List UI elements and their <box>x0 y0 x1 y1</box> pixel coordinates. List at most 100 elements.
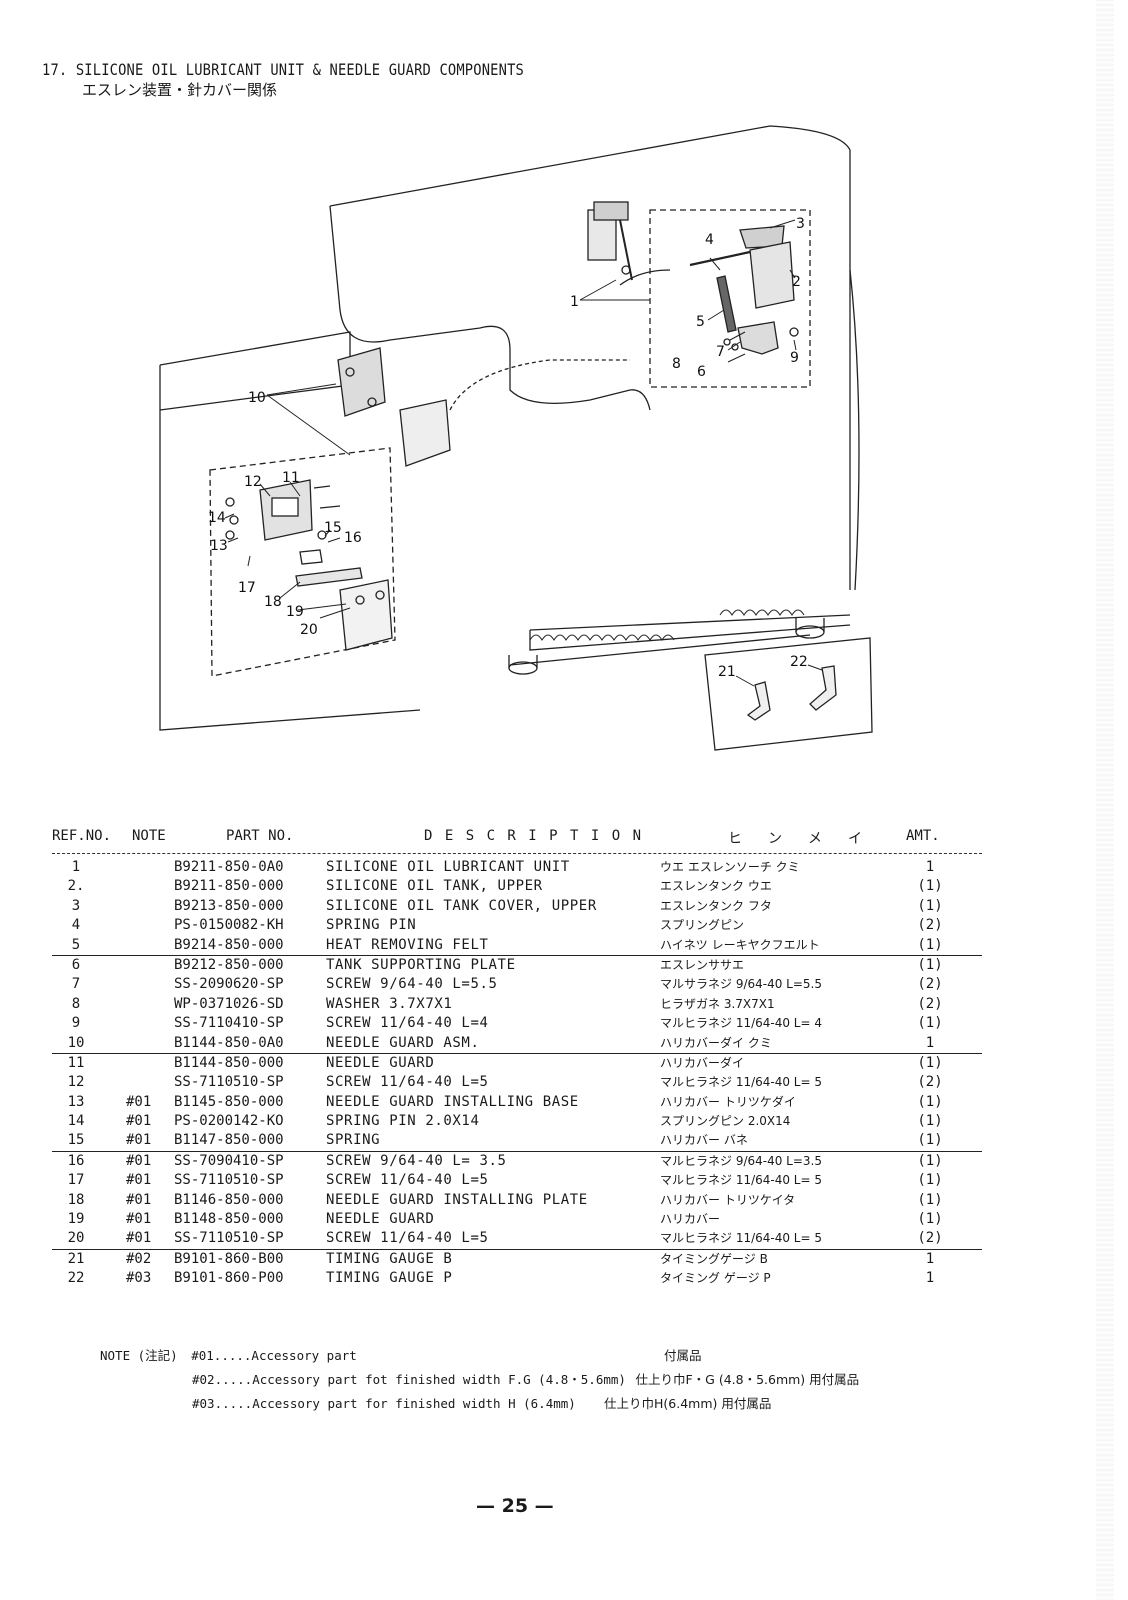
row-amount: (1) <box>917 956 943 973</box>
row-note: #01 <box>126 1132 152 1149</box>
row-amount: (2) <box>917 995 943 1012</box>
row-description: SILICONE OIL TANK, UPPER <box>326 878 543 895</box>
row-amount: (1) <box>917 1093 943 1110</box>
row-kana: スプリングピン 2.0X14 <box>660 1114 791 1129</box>
row-kana: ハリカバーダイ クミ <box>660 1035 772 1050</box>
row-ref: 1 <box>71 859 81 875</box>
page-number: — 25 — <box>476 1495 554 1517</box>
row-part-no: PS-0200142-KO <box>174 1113 284 1130</box>
notes-section: NOTE (注記) #01.....Accessory part 付属品 #02… <box>100 1344 859 1416</box>
row-amount: (1) <box>917 1054 943 1071</box>
row-kana: マルヒラネジ 11/64-40 L= 5 <box>660 1231 823 1246</box>
row-amount: 1 <box>925 1250 935 1267</box>
row-ref: 4 <box>71 917 81 934</box>
row-kana: マルヒラネジ 9/64-40 L=3.5 <box>660 1153 823 1168</box>
row-description: NEEDLE GUARD <box>326 1054 435 1071</box>
row-kana: ハリカバー バネ <box>660 1133 748 1148</box>
callout-18: 18 <box>264 594 282 610</box>
scan-edge-noise <box>1096 0 1114 1600</box>
row-kana: エスレンササエ <box>660 957 745 972</box>
callout-15: 15 <box>324 520 342 536</box>
row-note: #01 <box>126 1093 152 1110</box>
row-amount: (1) <box>917 1172 943 1189</box>
row-description: WASHER 3.7X7X1 <box>326 995 453 1012</box>
row-note: #03 <box>126 1270 152 1287</box>
row-ref: 15 <box>67 1132 85 1149</box>
row-kana: タイミングゲージ B <box>660 1251 768 1266</box>
row-description: NEEDLE GUARD INSTALLING PLATE <box>326 1191 588 1208</box>
row-ref: 5 <box>71 936 81 953</box>
row-note: #01 <box>126 1211 152 1228</box>
row-part-no: B9211-850-0A0 <box>174 859 284 875</box>
row-ref: 6 <box>71 956 81 973</box>
row-amount: 1 <box>925 1034 935 1051</box>
header-part: PART NO. <box>226 828 294 844</box>
title-japanese: エスレン装置・針カバー関係 <box>82 81 278 99</box>
row-amount: (1) <box>917 897 943 914</box>
row-description: TIMING GAUGE B <box>326 1250 453 1267</box>
row-part-no: B1146-850-000 <box>174 1191 284 1208</box>
row-part-no: PS-0150082-KH <box>174 917 284 934</box>
note-02: #02.....Accessory part fot finished widt… <box>192 1372 626 1387</box>
row-description: NEEDLE GUARD <box>326 1211 435 1228</box>
row-description: SCREW 9/64-40 L= 3.5 <box>326 1152 507 1169</box>
row-ref: 14 <box>67 1113 85 1130</box>
row-amount: 1 <box>925 1270 935 1287</box>
silicone-unit-assembly <box>587 201 633 281</box>
row-part-no: B9101-860-P00 <box>174 1270 284 1287</box>
row-ref: 9 <box>71 1015 81 1032</box>
row-part-no: SS-7110510-SP <box>174 1074 284 1091</box>
row-note: #01 <box>126 1191 152 1208</box>
row-amount: (2) <box>917 1074 943 1091</box>
callout-17: 17 <box>238 580 256 596</box>
header-kana: ヒ ン メ イ <box>728 831 868 847</box>
header-note: NOTE <box>132 828 166 844</box>
row-ref: 18 <box>67 1191 85 1208</box>
row-note: #01 <box>126 1230 152 1247</box>
row-part-no: B9214-850-000 <box>174 936 284 953</box>
row-part-no: B1145-850-000 <box>174 1093 284 1110</box>
row-description: NEEDLE GUARD INSTALLING BASE <box>326 1093 579 1110</box>
row-amount: (1) <box>917 1211 943 1228</box>
header-description: D E S C R I P T I O N <box>424 828 644 844</box>
row-amount: (1) <box>917 1132 943 1149</box>
note-02-jp: 仕上り巾F・G (4.8・5.6mm) 用付属品 <box>635 1372 860 1387</box>
callout-16: 16 <box>344 530 362 546</box>
page-title: 17. SILICONE OIL LUBRICANT UNIT & NEEDLE… <box>42 60 602 100</box>
row-amount: (2) <box>917 976 943 993</box>
row-description: SPRING PIN 2.0X14 <box>326 1113 480 1130</box>
row-part-no: B9211-850-000 <box>174 878 284 895</box>
lubricant-parts <box>689 225 799 355</box>
row-kana: エスレンタンク フタ <box>660 898 772 913</box>
row-ref: 19 <box>67 1211 85 1228</box>
row-note: #01 <box>126 1172 152 1189</box>
row-ref: 2. <box>67 878 85 895</box>
row-part-no: SS-7110410-SP <box>174 1015 284 1032</box>
row-note: #02 <box>126 1250 152 1267</box>
row-amount: (2) <box>917 1230 943 1247</box>
row-part-no: B9212-850-000 <box>174 956 284 973</box>
panel-plate-edge <box>159 365 421 731</box>
diagram-svg: 1 2 3 4 5 6 7 8 9 10 11 12 13 14 15 16 1… <box>159 125 873 751</box>
row-part-no: WP-0371026-SD <box>174 995 284 1012</box>
row-kana: ハリカバー トリツケダイ <box>660 1094 796 1109</box>
row-note: #01 <box>126 1152 152 1169</box>
row-part-no: B1147-850-000 <box>174 1132 284 1149</box>
row-ref: 22 <box>67 1270 85 1287</box>
header-amt: AMT. <box>906 828 940 844</box>
exploded-parts-diagram: 1 2 3 4 5 6 7 8 9 10 11 12 13 14 15 16 1… <box>150 110 880 780</box>
machine-outline <box>329 125 860 666</box>
row-description: SILICONE OIL TANK COVER, UPPER <box>326 897 597 914</box>
row-part-no: B1144-850-0A0 <box>174 1034 284 1051</box>
note-01: #01.....Accessory part <box>191 1348 357 1363</box>
